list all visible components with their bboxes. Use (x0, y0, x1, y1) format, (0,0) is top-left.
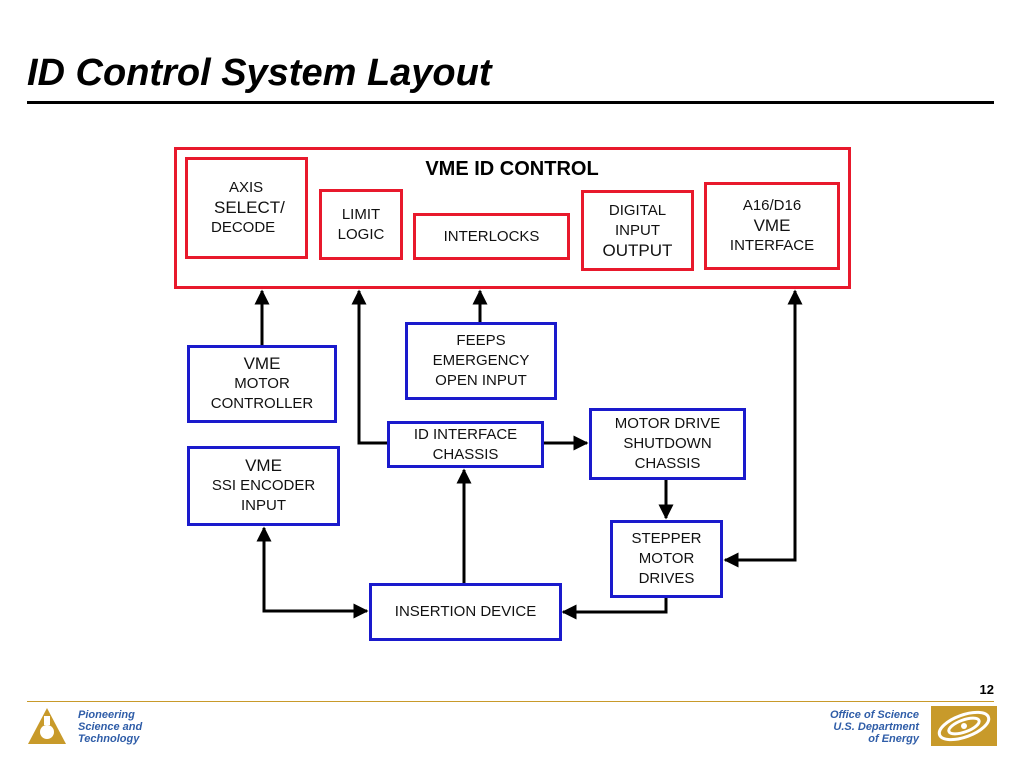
vme-interface-block: A16/D16 VME INTERFACE (704, 182, 840, 270)
vme-motor-controller-block: VME MOTOR CONTROLLER (187, 345, 337, 423)
footer-tagline: Pioneering Science and Technology (78, 709, 142, 745)
block-line: LOGIC (337, 225, 385, 243)
tagline-line: Science and (78, 721, 143, 733)
page-number: 12 (979, 682, 994, 697)
block-line: A16/D16 (742, 197, 802, 214)
motor-drive-shutdown-chassis-block: MOTOR DRIVE SHUTDOWN CHASSIS (589, 408, 746, 480)
vme-id-control-container (174, 147, 851, 289)
office-line: U.S. Department (833, 721, 919, 733)
block-line: CHASSIS (432, 445, 499, 463)
block-line: INTERFACE (729, 237, 815, 254)
block-line: INTERLOCKS (443, 227, 540, 245)
arrow-id-interface-to-limit (351, 289, 387, 445)
title-rule (27, 101, 994, 104)
block-line: DRIVES (638, 570, 695, 587)
block-line: DECODE (211, 219, 276, 236)
axis-select-decode-block: AXIS SELECT/ DECODE (185, 157, 308, 259)
digital-input-output-block: DIGITAL INPUT OUTPUT (581, 190, 694, 271)
arrow-ssi-insertion (256, 526, 369, 619)
block-line: INSERTION DEVICE (394, 603, 537, 620)
block-line: ID INTERFACE (413, 425, 518, 443)
arrow-stepper-vme-interface (723, 289, 803, 568)
block-line: VME (245, 456, 282, 475)
insertion-device-block: INSERTION DEVICE (369, 583, 562, 641)
tagline-line: Pioneering (78, 709, 135, 721)
tagline-line: Technology (78, 733, 140, 745)
doe-office-of-science-logo-icon (931, 706, 997, 746)
interlocks-block: INTERLOCKS (413, 213, 570, 260)
block-line: CONTROLLER (210, 395, 314, 412)
arrow-stepper-to-insertion (561, 598, 668, 620)
block-line: MOTOR DRIVE (614, 415, 721, 432)
block-line: SHUTDOWN (623, 435, 712, 452)
stepper-motor-drives-block: STEPPER MOTOR DRIVES (610, 520, 723, 598)
argonne-logo-icon (28, 708, 66, 744)
block-line: CHASSIS (634, 455, 701, 472)
id-interface-chassis-block: ID INTERFACE CHASSIS (387, 421, 544, 468)
office-line: Office of Science (829, 709, 919, 721)
office-line: of Energy (868, 733, 919, 745)
block-line: MOTOR (234, 375, 290, 392)
limit-logic-block: LIMIT LOGIC (319, 189, 403, 260)
block-line: OUTPUT (602, 240, 673, 260)
block-line: AXIS (229, 179, 264, 196)
feeps-emergency-open-input-block: FEEPS EMERGENCY OPEN INPUT (405, 322, 557, 400)
block-line: SSI ENCODER (211, 477, 316, 494)
vme-ssi-encoder-input-block: VME SSI ENCODER INPUT (187, 446, 340, 526)
footer-office: Office of Science U.S. Department of Ene… (830, 709, 919, 745)
block-line: VME (243, 354, 281, 373)
block-line: INPUT (615, 221, 660, 239)
block-line: SELECT/ (214, 198, 285, 217)
slide-title: ID Control System Layout (27, 52, 492, 94)
block-line: VME (753, 216, 791, 235)
block-line: LIMIT (341, 205, 381, 223)
block-line: MOTOR (638, 550, 695, 567)
block-line: INPUT (241, 497, 286, 514)
block-line: DIGITAL (608, 201, 667, 219)
block-line: FEEPS (456, 332, 506, 349)
block-line: EMERGENCY (432, 352, 530, 369)
footer-rule (27, 701, 994, 702)
block-line: OPEN INPUT (435, 372, 527, 389)
block-line: STEPPER (631, 530, 702, 547)
